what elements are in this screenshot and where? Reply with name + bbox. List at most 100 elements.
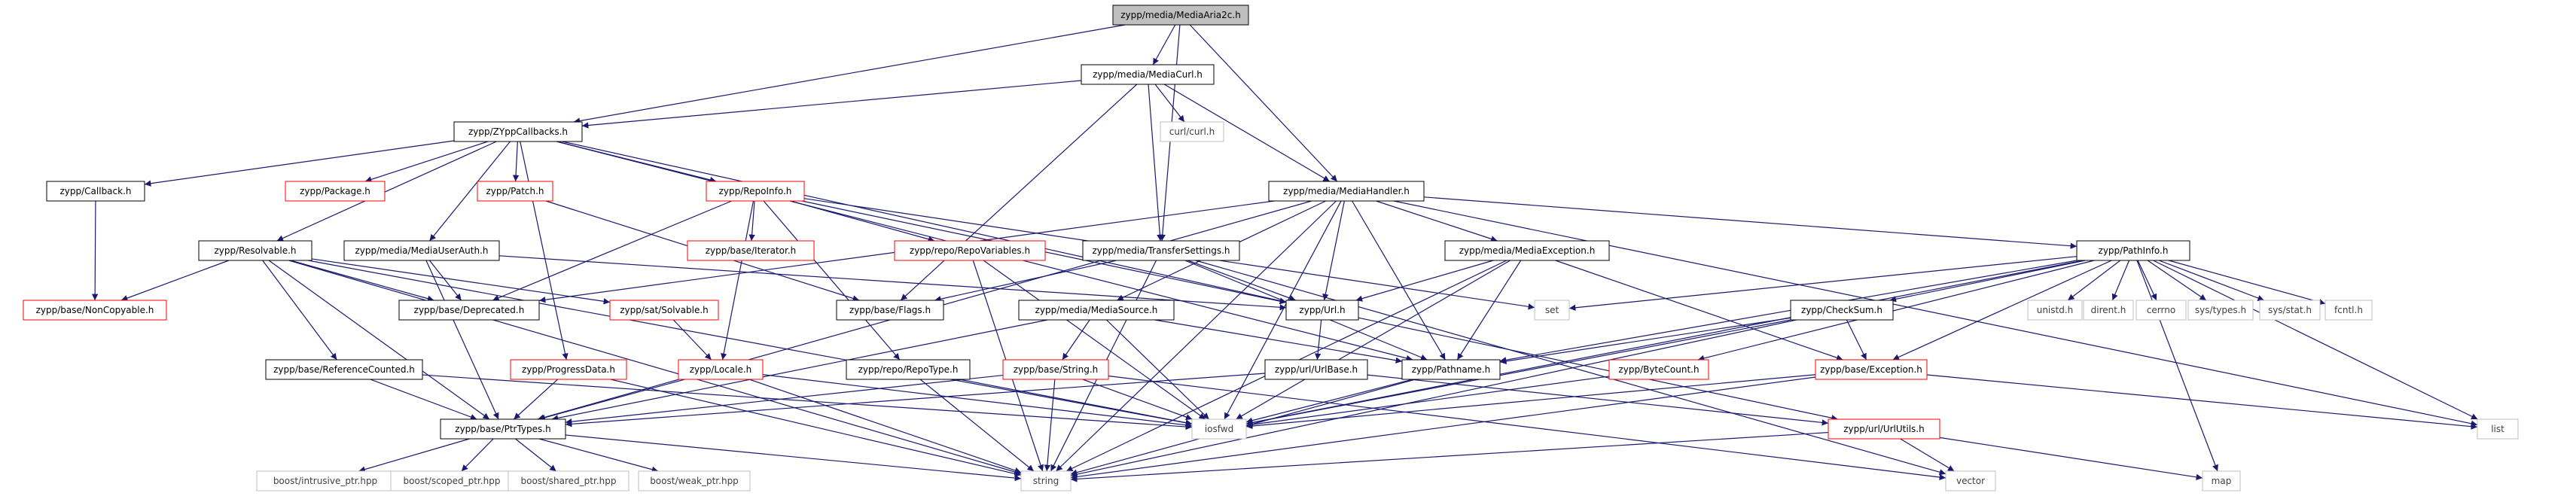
node-noncopyable[interactable]: zypp/base/NonCopyable.h [23, 300, 167, 321]
edge-mediahandler-to-string [1056, 200, 1337, 472]
node-pathinfo[interactable]: zypp/PathInfo.h [2076, 240, 2190, 261]
node-scoped[interactable]: boost/scoped_ptr.hpp [390, 470, 514, 491]
edge-mediacurl-to-zyppcb [581, 80, 1082, 129]
node-urlbase[interactable]: zypp/url/UrlBase.h [1264, 359, 1368, 380]
edge-repoinfo-to-iterator [748, 200, 755, 242]
node-label: zypp/base/Exception.h [1820, 364, 1922, 375]
node-box [2076, 240, 2190, 261]
edge-pathinfo-to-pathname [1499, 260, 2078, 364]
node-fcntl[interactable]: fcntl.h [2324, 300, 2373, 321]
node-repotype[interactable]: zypp/repo/RepoType.h [846, 359, 971, 380]
node-label: zypp/media/MediaHandler.h [1283, 186, 1410, 196]
node-label: zypp/Resolvable.h [215, 245, 297, 256]
node-box [1401, 359, 1501, 380]
node-iosfwd[interactable]: iosfwd [1191, 418, 1247, 440]
node-iterator[interactable]: zypp/base/Iterator.h [687, 240, 815, 261]
edge-mediasource-to-ptrtypes [551, 319, 1048, 421]
edge-checksum-to-iosfwd [1245, 319, 1791, 426]
node-label: zypp/base/Iterator.h [706, 245, 797, 256]
node-urlutils[interactable]: zypp/url/UrlUtils.h [1828, 418, 1940, 440]
edge-pathinfo-to-set [1568, 256, 2078, 311]
node-cerrno[interactable]: cerrno [2135, 300, 2187, 321]
node-shared[interactable]: boost/shared_ptr.hpp [508, 470, 630, 491]
node-aria2c[interactable]: zypp/media/MediaAria2c.h [1112, 5, 1249, 26]
node-flags[interactable]: zypp/base/Flags.h [836, 300, 944, 321]
node-mediasource[interactable]: zypp/media/MediaSource.h [1018, 300, 1175, 321]
node-box [1264, 359, 1368, 380]
edge-pathinfo-to-list [2153, 260, 2478, 420]
node-sysstat[interactable]: sys/stat.h [2259, 300, 2321, 321]
node-box [440, 418, 566, 440]
node-box [46, 181, 145, 202]
node-mediaexception[interactable]: zypp/media/MediaException.h [1444, 240, 1610, 261]
edge-aria2c-to-mediacurl [1152, 24, 1176, 65]
edge-mediauserauth-to-url [498, 255, 1287, 311]
node-box [398, 300, 540, 321]
node-deprecated[interactable]: zypp/base/Deprecated.h [398, 300, 540, 321]
node-label: sys/types.h [2195, 305, 2246, 315]
node-url[interactable]: zypp/Url.h [1285, 300, 1359, 321]
node-label: zypp/Pathname.h [1412, 364, 1491, 375]
node-progressdata[interactable]: zypp/ProgressData.h [510, 359, 627, 380]
node-callback[interactable]: zypp/Callback.h [46, 181, 145, 202]
node-curl[interactable]: curl/curl.h [1160, 121, 1224, 142]
node-package[interactable]: zypp/Package.h [285, 181, 386, 202]
edge-urlbase-to-urlutils [1367, 374, 1829, 426]
node-list[interactable]: list [2477, 418, 2519, 440]
node-label: zypp/sat/Solvable.h [620, 305, 709, 315]
node-box [1945, 470, 1996, 491]
node-box [609, 300, 719, 321]
node-string_h[interactable]: zypp/base/String.h [1002, 359, 1109, 380]
edge-mediaexception-to-iosfwd [1236, 260, 1511, 420]
edge-mediasource-to-pathname [1154, 319, 1403, 364]
node-repoinfo[interactable]: zypp/RepoInfo.h [706, 181, 805, 202]
node-mediacurl[interactable]: zypp/media/MediaCurl.h [1081, 64, 1215, 85]
node-mediahandler[interactable]: zypp/media/MediaHandler.h [1268, 181, 1425, 202]
node-label: iosfwd [1205, 424, 1233, 434]
node-set[interactable]: set [1534, 300, 1570, 321]
node-bytecount[interactable]: zypp/ByteCount.h [1608, 359, 1709, 380]
node-unistd[interactable]: unistd.h [2027, 300, 2083, 321]
edge-refcounted-to-ptrtypes [370, 379, 477, 420]
node-label: fcntl.h [2334, 305, 2363, 315]
node-systypes[interactable]: sys/types.h [2187, 300, 2254, 321]
node-box [1534, 300, 1570, 321]
node-label: zypp/media/MediaUserAuth.h [355, 245, 488, 256]
node-checksum[interactable]: zypp/CheckSum.h [1790, 300, 1894, 321]
node-box [343, 240, 500, 261]
node-mediauserauth[interactable]: zypp/media/MediaUserAuth.h [343, 240, 500, 261]
node-string[interactable]: string [1020, 470, 1072, 491]
edge-zyppcb-to-package [364, 141, 489, 183]
node-intrusive[interactable]: boost/intrusive_ptr.hpp [256, 470, 395, 491]
node-label: list [2491, 424, 2504, 434]
node-pathname[interactable]: zypp/Pathname.h [1401, 359, 1501, 380]
edge-string_h-to-vector [1108, 375, 1946, 481]
edge-locale-to-iosfwd [762, 374, 1193, 428]
edge-refcounted-to-iosfwd [422, 374, 1193, 431]
node-label: set [1545, 305, 1559, 315]
node-ptrtypes[interactable]: zypp/base/PtrTypes.h [440, 418, 566, 440]
node-refcounted[interactable]: zypp/base/ReferenceCounted.h [265, 359, 423, 380]
edge-repoinfo-to-repotype [763, 200, 901, 361]
node-box [23, 300, 167, 321]
node-vector[interactable]: vector [1945, 470, 1996, 491]
node-zyppcb[interactable]: zypp/ZYppCallbacks.h [453, 121, 583, 142]
node-transfer[interactable]: zypp/media/TransferSettings.h [1082, 240, 1240, 261]
node-map[interactable]: map [2202, 470, 2241, 491]
node-box [2187, 300, 2254, 321]
node-patch[interactable]: zypp/Patch.h [477, 181, 553, 202]
edge-mediacurl-to-curl [1154, 84, 1185, 123]
node-resolvable[interactable]: zypp/Resolvable.h [198, 240, 312, 261]
node-box [510, 359, 627, 380]
node-label: unistd.h [2037, 305, 2074, 315]
node-weak[interactable]: boost/weak_ptr.hpp [638, 470, 751, 491]
edge-mediahandler-to-pathinfo [1423, 196, 2078, 249]
node-label: cerrno [2147, 305, 2175, 315]
node-box [1268, 181, 1425, 202]
node-locale[interactable]: zypp/Locale.h [678, 359, 764, 380]
node-repovars[interactable]: zypp/repo/RepoVariables.h [894, 240, 1046, 261]
node-satsolvable[interactable]: zypp/sat/Solvable.h [609, 300, 719, 321]
node-dirent[interactable]: dirent.h [2083, 300, 2134, 321]
edge-mediahandler-to-list [1393, 200, 2478, 427]
node-exception[interactable]: zypp/base/Exception.h [1815, 359, 1928, 380]
